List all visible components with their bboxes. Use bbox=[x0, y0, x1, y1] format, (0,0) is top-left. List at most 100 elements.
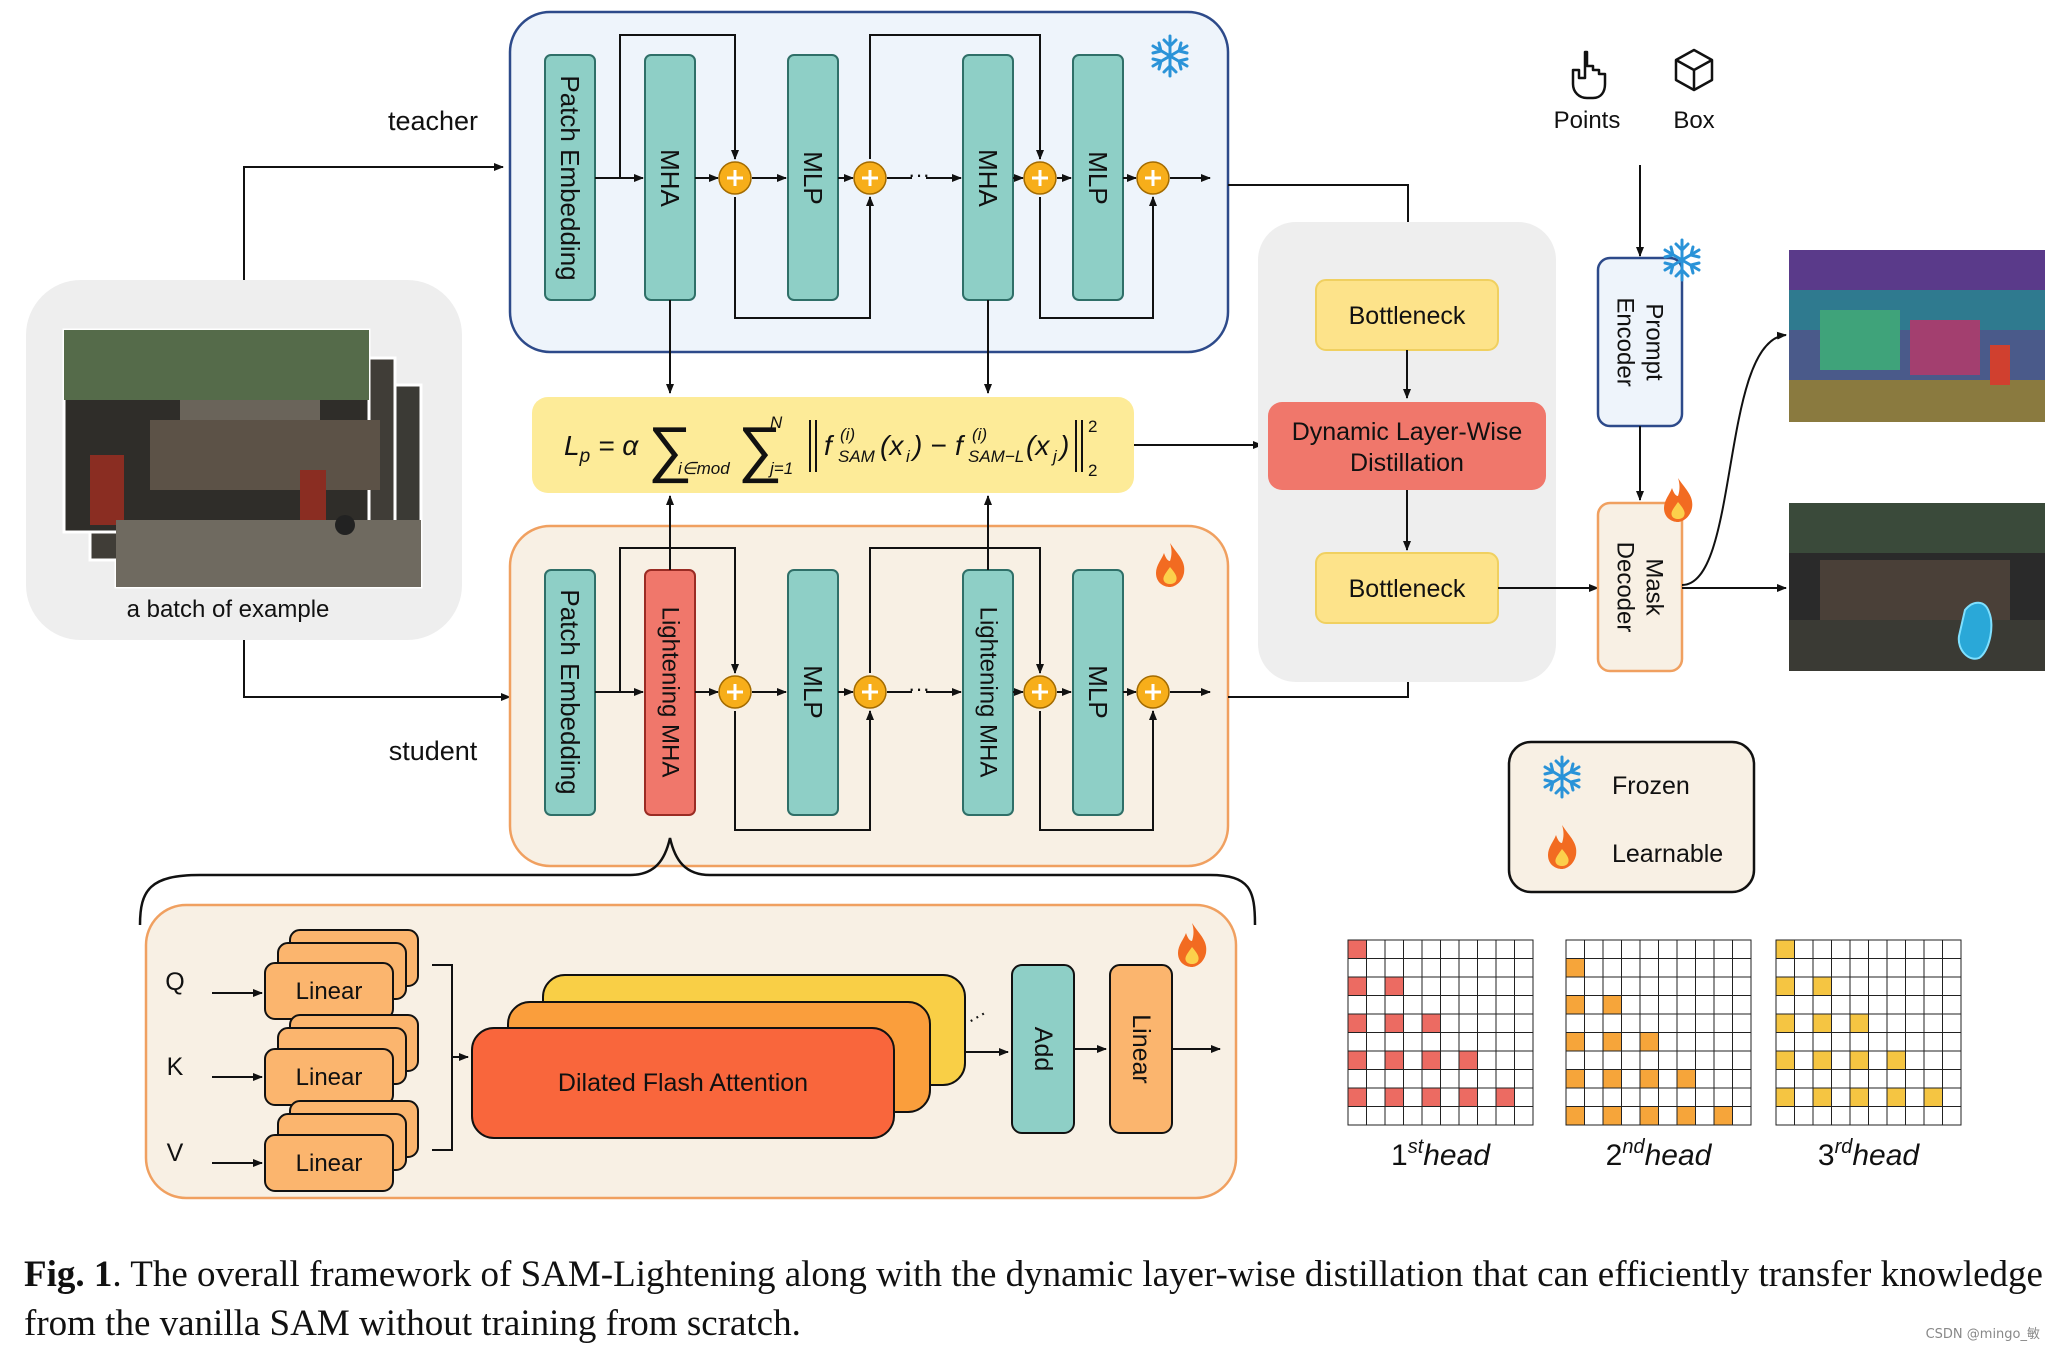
dynamic-layer-wise-distillation: Dynamic Layer-Wise Distillation bbox=[1268, 402, 1546, 490]
attention-cell-active bbox=[1421, 1050, 1441, 1070]
svg-text:Linear: Linear bbox=[296, 1150, 363, 1177]
attention-cell bbox=[1676, 995, 1696, 1015]
svg-text:N: N bbox=[770, 413, 783, 432]
student-mlp-2: MLP bbox=[1072, 569, 1124, 816]
watermark: CSDN @mingo_敏 bbox=[1925, 1327, 2040, 1342]
input-batch-panel: a batch of example bbox=[26, 280, 462, 640]
attention-cell bbox=[1713, 1087, 1733, 1107]
plus-icon bbox=[853, 675, 887, 709]
attention-cell bbox=[1942, 1032, 1962, 1052]
svg-text:MHA: MHA bbox=[655, 149, 685, 207]
attention-cell bbox=[1713, 1050, 1733, 1070]
plus-icon bbox=[1136, 161, 1170, 195]
svg-text:Mask: Mask bbox=[1641, 558, 1668, 616]
attention-cell-active bbox=[1565, 958, 1585, 978]
attention-cell bbox=[1565, 1050, 1585, 1070]
svg-text:MHA: MHA bbox=[973, 149, 1003, 207]
attention-cell bbox=[1403, 1050, 1423, 1070]
attention-cell bbox=[1658, 958, 1678, 978]
svg-text:(i): (i) bbox=[840, 425, 855, 444]
attention-cell bbox=[1366, 1032, 1386, 1052]
attention-cell bbox=[1849, 995, 1869, 1015]
svg-text:Lightening MHA: Lightening MHA bbox=[657, 607, 684, 778]
attention-cell-active bbox=[1812, 1087, 1832, 1107]
attention-cell bbox=[1621, 958, 1641, 978]
attention-cell bbox=[1384, 1106, 1404, 1126]
attention-cell bbox=[1713, 995, 1733, 1015]
attention-cell bbox=[1366, 976, 1386, 996]
attention-cell bbox=[1695, 1050, 1715, 1070]
svg-text:SAM: SAM bbox=[838, 447, 876, 466]
attention-cell bbox=[1658, 976, 1678, 996]
attention-cell-active bbox=[1639, 1032, 1659, 1052]
attention-cell bbox=[1495, 958, 1515, 978]
attention-cell bbox=[1831, 1050, 1851, 1070]
svg-text:(i): (i) bbox=[972, 425, 987, 444]
attention-cell bbox=[1565, 976, 1585, 996]
svg-text:i∈mod: i∈mod bbox=[678, 459, 730, 478]
attention-cell bbox=[1794, 1050, 1814, 1070]
plus-icon bbox=[853, 161, 887, 195]
attention-cell bbox=[1477, 995, 1497, 1015]
attention-cell bbox=[1732, 939, 1752, 959]
attention-cell bbox=[1942, 1013, 1962, 1033]
attention-cell bbox=[1421, 995, 1441, 1015]
attention-cell bbox=[1905, 1013, 1925, 1033]
attention-cell bbox=[1676, 958, 1696, 978]
attention-cell bbox=[1905, 1069, 1925, 1089]
attention-cell-active bbox=[1602, 995, 1622, 1015]
attention-cell-active bbox=[1812, 976, 1832, 996]
attention-cell bbox=[1942, 958, 1962, 978]
attention-cell bbox=[1347, 1069, 1367, 1089]
attention-cell bbox=[1495, 1106, 1515, 1126]
attention-cell bbox=[1794, 1032, 1814, 1052]
attention-cell bbox=[1695, 958, 1715, 978]
svg-text:Dynamic Layer-Wise: Dynamic Layer-Wise bbox=[1292, 418, 1523, 446]
attention-cell bbox=[1458, 1032, 1478, 1052]
attention-cell-active bbox=[1565, 995, 1585, 1015]
attention-cell bbox=[1440, 995, 1460, 1015]
attention-cell bbox=[1602, 1087, 1622, 1107]
attention-cell-active bbox=[1495, 1087, 1515, 1107]
attention-cell bbox=[1905, 995, 1925, 1015]
head-grid-3: 3rdhead bbox=[1775, 939, 1962, 1172]
svg-text:Prompt: Prompt bbox=[1641, 303, 1668, 381]
plus-icon bbox=[1023, 161, 1057, 195]
attention-cell bbox=[1923, 1050, 1943, 1070]
attention-cell-active bbox=[1775, 976, 1795, 996]
attention-cell-active bbox=[1384, 976, 1404, 996]
attention-cell bbox=[1794, 1087, 1814, 1107]
attention-cell bbox=[1403, 1013, 1423, 1033]
hand-pointer-icon bbox=[1571, 50, 1607, 100]
attention-cell bbox=[1794, 1069, 1814, 1089]
head-grid-2: 2ndhead bbox=[1565, 939, 1752, 1172]
attention-cell bbox=[1621, 939, 1641, 959]
attention-cell bbox=[1421, 1106, 1441, 1126]
svg-text:Add: Add bbox=[1029, 1027, 1057, 1071]
svg-text:Lp= α: Lp= α bbox=[564, 430, 639, 467]
attention-cell bbox=[1676, 1032, 1696, 1052]
svg-text:MLP: MLP bbox=[1083, 151, 1113, 204]
attention-cell bbox=[1440, 958, 1460, 978]
attention-cell bbox=[1868, 1069, 1888, 1089]
attention-cell bbox=[1849, 939, 1869, 959]
attention-cell bbox=[1775, 1106, 1795, 1126]
output-segmentation-image bbox=[1789, 250, 2045, 422]
arrow-to-teacher bbox=[243, 163, 504, 280]
attention-cell bbox=[1868, 976, 1888, 996]
attention-cell bbox=[1732, 1069, 1752, 1089]
attention-cell bbox=[1831, 958, 1851, 978]
attention-cell bbox=[1584, 976, 1604, 996]
plus-icon bbox=[718, 675, 752, 709]
attention-cell bbox=[1347, 958, 1367, 978]
svg-text:MLP: MLP bbox=[798, 151, 828, 204]
attention-cell bbox=[1584, 1106, 1604, 1126]
attention-cell-active bbox=[1775, 1013, 1795, 1033]
attention-cell bbox=[1831, 995, 1851, 1015]
attention-cell bbox=[1695, 1087, 1715, 1107]
dilated-flash-attention: Dilated Flash Attention bbox=[471, 1027, 895, 1139]
attention-cell bbox=[1565, 1087, 1585, 1107]
student-lightening-mha-1: Lightening MHA bbox=[644, 569, 696, 816]
attention-cell bbox=[1384, 1032, 1404, 1052]
student-label: student bbox=[389, 736, 478, 766]
